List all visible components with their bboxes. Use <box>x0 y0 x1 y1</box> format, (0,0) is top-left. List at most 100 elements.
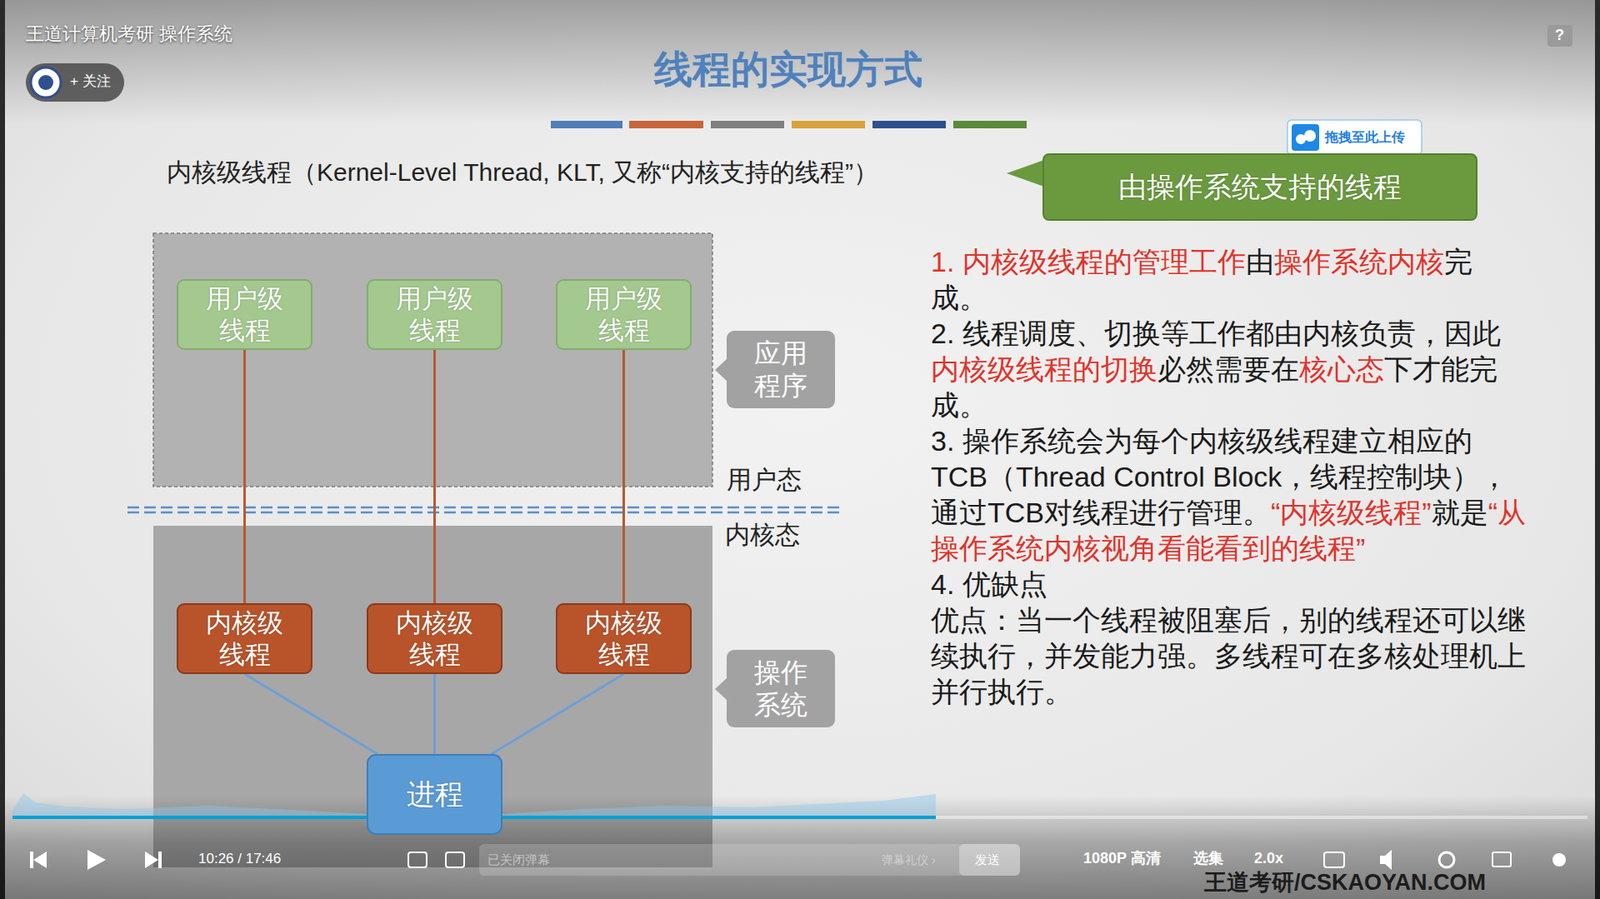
audio-waveform <box>12 793 936 818</box>
body-text: 4. 优缺点 <box>930 568 1048 600</box>
color-bar <box>629 120 704 129</box>
process-box: 进程 <box>366 754 503 835</box>
kernel-thread-box: 内核级线程 <box>366 603 503 675</box>
user-thread-box: 用户级线程 <box>555 279 692 350</box>
process-box-label: 进程 <box>406 777 464 812</box>
mode-label: 用户态 <box>726 465 802 495</box>
time-display: 10:26 / 17:46 <box>198 850 281 868</box>
body-text: 2. 线程调度、切换等工作都由内核负责，因此 <box>930 317 1501 350</box>
quality-button: 1080P 高清 <box>1083 850 1161 869</box>
speed-button: 2.0x <box>1254 850 1284 869</box>
next-icon <box>158 851 162 869</box>
connector-line <box>491 674 625 755</box>
mode-divider <box>127 506 840 510</box>
color-bar <box>872 120 946 129</box>
edge-layer <box>245 350 625 755</box>
user-thread-box: 用户级线程 <box>176 279 313 350</box>
callout-pointer <box>715 677 728 701</box>
episode-button: 选集 <box>1193 850 1224 869</box>
danmaku-placeholder: 已关闭弹幕 <box>487 852 550 868</box>
explanation-item: 4. 优缺点 <box>930 566 1527 603</box>
explanation-item: 2. 线程调度、切换等工作都由内核负责，因此内核级线程的切换必然需要在核心态下才… <box>930 315 1527 424</box>
upload-icon <box>1291 124 1320 151</box>
callout-pointer <box>715 358 728 382</box>
region-callout: 应用程序 <box>726 330 835 409</box>
play-icon <box>87 850 106 870</box>
danmaku-icon <box>445 852 465 868</box>
settings-icon <box>1439 852 1455 868</box>
prev-icon <box>33 851 47 869</box>
help-icon-text: ? <box>1555 26 1565 45</box>
danmaku-icon <box>408 852 427 868</box>
callout-pointer <box>1006 160 1045 187</box>
danmaku-etiquette: 弹幕礼仪 › <box>881 853 936 868</box>
connector-line <box>622 350 625 604</box>
color-bar <box>550 120 623 129</box>
title-color-bars <box>550 120 1027 129</box>
upload-icon <box>1304 130 1316 142</box>
explanation-text: 1. 内核级线程的管理工作由操作系统内核完成。2. 线程调度、切换等工作都由内核… <box>930 244 1527 710</box>
progress-remaining <box>935 815 1588 820</box>
body-text: 由 <box>1245 245 1275 278</box>
highlight-text: 1. 内核级线程的管理工作 <box>930 245 1246 278</box>
kernel-thread-box: 内核级线程 <box>555 603 692 675</box>
body-text: 必然需要在 <box>1157 353 1300 385</box>
color-bar <box>710 120 785 129</box>
region-box: 应用程序用户级线程用户级线程用户级线程 <box>153 233 713 487</box>
region-callout: 操作系统 <box>726 650 835 728</box>
explanation-item: 1. 内核级线程的管理工作由操作系统内核完成。 <box>930 244 1527 316</box>
send-button-text: 发送 <box>975 852 1000 868</box>
highlight-text: 核心态 <box>1299 353 1385 385</box>
kernel-thread-box-label: 内核级线程 <box>395 607 474 670</box>
body-text: 优点：当一个线程被阻塞后，别的线程还可以继续执行，并发能力强。多线程可在多核处理… <box>930 604 1526 708</box>
kernel-thread-box-label: 内核级线程 <box>205 607 284 670</box>
watermark: 王道考研/CSKAOYAN.COM <box>1204 869 1486 896</box>
send-button <box>959 844 1020 876</box>
explanation-item: 优点：当一个线程被阻塞后，别的线程还可以继续执行，并发能力强。多线程可在多核处理… <box>930 602 1527 710</box>
avatar <box>38 75 54 90</box>
follow-button-text: + 关注 <box>70 73 111 90</box>
connector-line <box>433 674 436 755</box>
region-ground <box>153 233 713 487</box>
callout-box-label: 由操作系统支持的线程 <box>1118 170 1402 205</box>
next-icon <box>145 851 159 869</box>
frame-edge <box>1595 0 1600 899</box>
volume-icon <box>1380 850 1392 870</box>
user-thread-box-label: 用户级线程 <box>585 283 663 345</box>
mode-divider <box>127 511 840 515</box>
kernel-thread-box: 内核级线程 <box>176 603 313 675</box>
kernel-thread-box-label: 内核级线程 <box>585 607 663 670</box>
color-bar <box>791 120 865 129</box>
frame-edge <box>0 0 5 899</box>
help-icon <box>1547 25 1573 47</box>
callout-box: 由操作系统支持的线程 <box>1042 153 1478 221</box>
user-thread-box-label: 用户级线程 <box>205 283 284 345</box>
region-label: 操作系统 <box>754 656 808 721</box>
follow-pill <box>25 63 125 102</box>
slide-title: 线程的实现方式 <box>0 46 1577 93</box>
upload-badge <box>1287 120 1422 155</box>
avatar <box>30 67 61 98</box>
user-thread-box: 用户级线程 <box>366 279 503 350</box>
progress-played <box>12 815 936 820</box>
top-shade <box>0 0 1600 125</box>
body-text: 就是 <box>1431 496 1489 529</box>
highlight-text: “内核级线程” <box>1270 496 1432 529</box>
section-heading: 内核级线程（Kernel-Level Thread, KLT, 又称“内核支持的… <box>166 157 879 188</box>
fullscreen-icon <box>1552 853 1566 867</box>
user-thread-box-label: 用户级线程 <box>395 283 474 345</box>
prev-icon <box>30 851 34 869</box>
subtitle-icon <box>1324 852 1345 868</box>
explanation-item: 3. 操作系统会为每个内核级线程建立相应的TCB（Thread Control … <box>930 423 1527 567</box>
connector-line <box>245 674 379 755</box>
connector-line <box>433 350 436 604</box>
mode-label: 内核态 <box>725 520 800 550</box>
video-title: 王道计算机考研 操作系统 <box>25 23 233 45</box>
color-bar <box>953 120 1027 129</box>
region-label: 应用程序 <box>754 337 808 402</box>
highlight-text: 操作系统内核 <box>1274 245 1445 278</box>
connector-line <box>243 350 246 604</box>
window-icon <box>1492 852 1511 867</box>
upload-badge-text: 拖拽至此上传 <box>1325 129 1405 145</box>
